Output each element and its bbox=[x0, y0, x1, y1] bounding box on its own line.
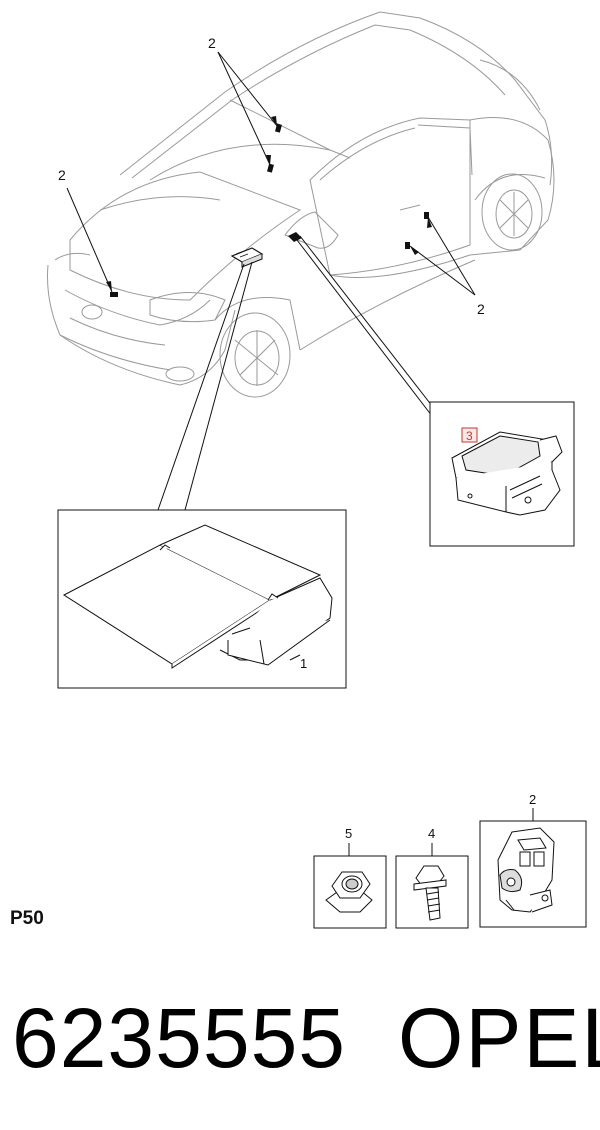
callout-2-left: 2 bbox=[58, 167, 66, 183]
callout-2-sensor: 2 bbox=[529, 792, 536, 807]
sensor-zoom-leader bbox=[296, 235, 437, 417]
leader-arrowheads bbox=[106, 116, 432, 292]
callout-3: 3 bbox=[466, 429, 473, 443]
callout-4: 4 bbox=[428, 826, 435, 841]
bolt-part: 4 bbox=[395, 826, 469, 929]
diagram-code: P50 bbox=[10, 908, 44, 929]
callout-2-right: 2 bbox=[477, 301, 485, 317]
callout-1: 1 bbox=[300, 656, 307, 671]
brand-name: OPEL bbox=[398, 991, 600, 1085]
car-illustration bbox=[47, 11, 555, 398]
sensor-location-mark bbox=[288, 232, 302, 242]
callout-2-top: 2 bbox=[208, 35, 216, 51]
callout-5: 5 bbox=[345, 826, 352, 841]
nut-part: 5 bbox=[313, 826, 387, 929]
part-number: 6235555 bbox=[12, 991, 347, 1085]
module-zoom-leader bbox=[157, 261, 253, 511]
sensor-marks bbox=[110, 123, 429, 297]
sensor-part: 2 bbox=[479, 792, 587, 928]
detail-box-sensor: 3 bbox=[429, 401, 575, 547]
detail-box-module: 1 bbox=[57, 509, 347, 689]
leader-lines bbox=[66, 51, 476, 296]
module-location-mark bbox=[230, 247, 264, 268]
